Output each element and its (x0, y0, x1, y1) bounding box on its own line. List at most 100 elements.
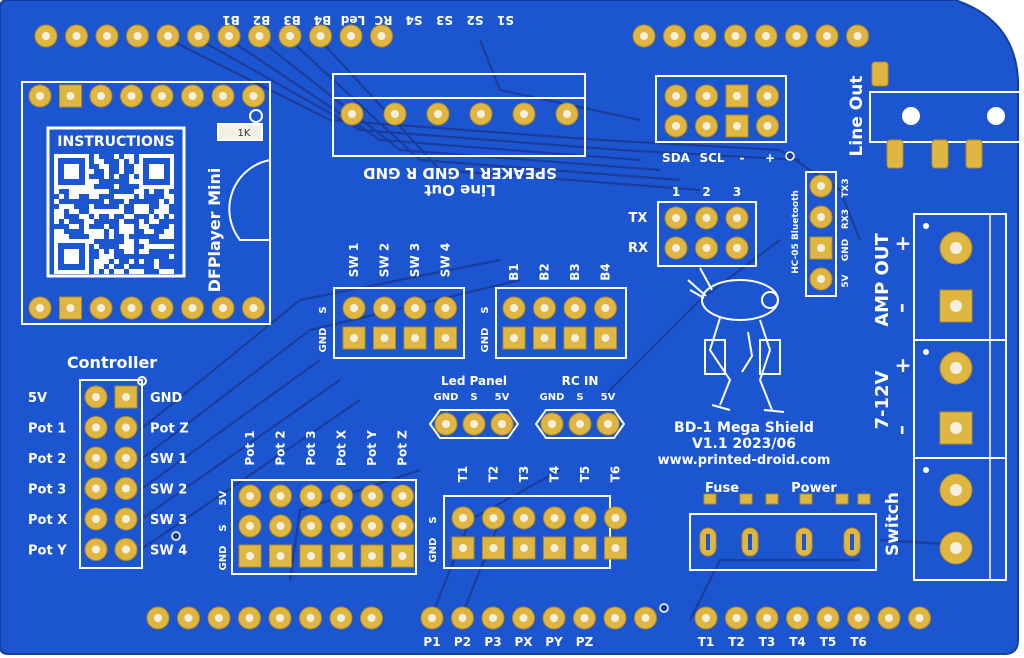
drill-hole (122, 484, 130, 493)
drill-hole (459, 514, 467, 522)
drill-hole (92, 454, 100, 462)
drill-hole (72, 32, 81, 40)
drill-hole (246, 552, 254, 560)
controller-left-label: Pot 3 (28, 483, 66, 498)
drill-hole (702, 214, 711, 222)
top-header-label: S3 (436, 13, 453, 27)
drill-hole (122, 423, 130, 432)
bluetooth-pin-label: GND (841, 239, 851, 261)
led-panel-pin-label: 5V (495, 392, 510, 403)
drill-hole (122, 393, 130, 401)
drill-hole (255, 32, 264, 40)
drill-hole (398, 492, 407, 500)
right-terminals: AMP OUT + – 7-12V + – Switch (872, 213, 1007, 581)
drill-hole (97, 304, 105, 312)
servo-header-label: T1 (456, 466, 470, 483)
controller-right-label: SW 3 (150, 513, 187, 528)
top-header-label: B3 (283, 13, 301, 27)
drill-hole (428, 614, 436, 622)
servo-header-label: T2 (487, 466, 501, 483)
bluetooth-pin-label: TX3 (841, 178, 851, 197)
copper-traces (139, 39, 961, 621)
drill-hole (188, 92, 197, 100)
amp-out-minus: – (889, 303, 913, 313)
controller-right-label: SW 2 (150, 483, 187, 498)
drill-hole (276, 552, 285, 560)
servo-row-label: GND (428, 538, 439, 563)
sw-row-label: GND (318, 328, 329, 353)
drill-hole (489, 544, 498, 552)
bottom-left-label: PX (514, 635, 533, 649)
drill-hole (368, 492, 376, 500)
bottom-right-label: T2 (728, 635, 745, 649)
drill-hole (66, 92, 75, 100)
qr-code (54, 154, 174, 274)
drill-hole (306, 614, 315, 622)
drill-hole (92, 484, 100, 493)
rc-in-pin-label: S (576, 392, 583, 403)
top-header-label: Led (341, 13, 365, 27)
drill-hole (672, 244, 680, 252)
drill-hole (337, 522, 346, 530)
led-panel-title: Led Panel (441, 374, 507, 388)
drill-hole (307, 522, 315, 530)
drill-hole (670, 32, 679, 40)
drill-hole (158, 92, 166, 100)
drill-hole (122, 545, 130, 554)
servo-header-label: T6 (609, 466, 623, 483)
drill-hole (276, 614, 284, 622)
drill-hole (276, 522, 285, 530)
drill-hole (367, 614, 376, 622)
pots-header-label: Pot Z (396, 430, 410, 466)
line-out-label: Line Out (847, 76, 867, 157)
pots-row-label: GND (218, 546, 229, 571)
switch-label: Switch (883, 492, 903, 556)
drill-hole (215, 614, 223, 622)
top-header-left (34, 24, 393, 48)
drill-hole (194, 32, 203, 40)
amp-out-plus: + (895, 231, 912, 255)
top-header-label: B1 (222, 13, 240, 27)
pots-row-label: 5V (218, 490, 229, 505)
drill-hole (672, 92, 680, 100)
pots-header-label: Pot 3 (304, 430, 318, 465)
drill-hole (398, 522, 407, 530)
drill-hole (611, 614, 619, 622)
drill-hole (398, 552, 407, 560)
drill-hole (489, 514, 498, 522)
speaker-label: SPEAKER L GND R GND (363, 164, 557, 182)
serial-col-label: 1 (672, 185, 680, 199)
drill-hole (458, 614, 467, 622)
pots-header-label: Pot X (335, 429, 349, 466)
drill-hole (510, 334, 518, 342)
bottom-left-label: PY (545, 635, 563, 649)
drill-hole (581, 514, 589, 522)
drill-hole (441, 334, 450, 342)
drill-hole (550, 614, 558, 622)
bottom-header (146, 606, 931, 630)
bottom-left-label: P1 (423, 635, 440, 649)
drill-hole (702, 614, 710, 622)
drill-hole (368, 522, 376, 530)
dfplayer-title: DFPlayer Mini (205, 168, 224, 293)
sw-header-label: SW 2 (378, 243, 392, 277)
drill-hole (249, 304, 258, 312)
bottom-right-label: T1 (698, 635, 715, 649)
drill-hole (122, 454, 130, 462)
bluetooth-title: HC-05 Bluetooth (791, 190, 801, 274)
drill-hole (246, 522, 254, 530)
drill-hole (762, 32, 770, 40)
drill-hole (731, 32, 740, 40)
drill-hole (550, 514, 559, 522)
drill-hole (477, 110, 485, 118)
drill-hole (188, 304, 197, 312)
drill-hole (92, 545, 100, 554)
board-name: BD-1 Mega Shield (674, 420, 814, 436)
top-header-label: B4 (314, 13, 332, 27)
drill-hole (92, 393, 100, 401)
serial-row-label: TX (629, 211, 648, 226)
i2c-label: SDA (662, 151, 691, 165)
resistor-label: 1K (238, 128, 251, 139)
